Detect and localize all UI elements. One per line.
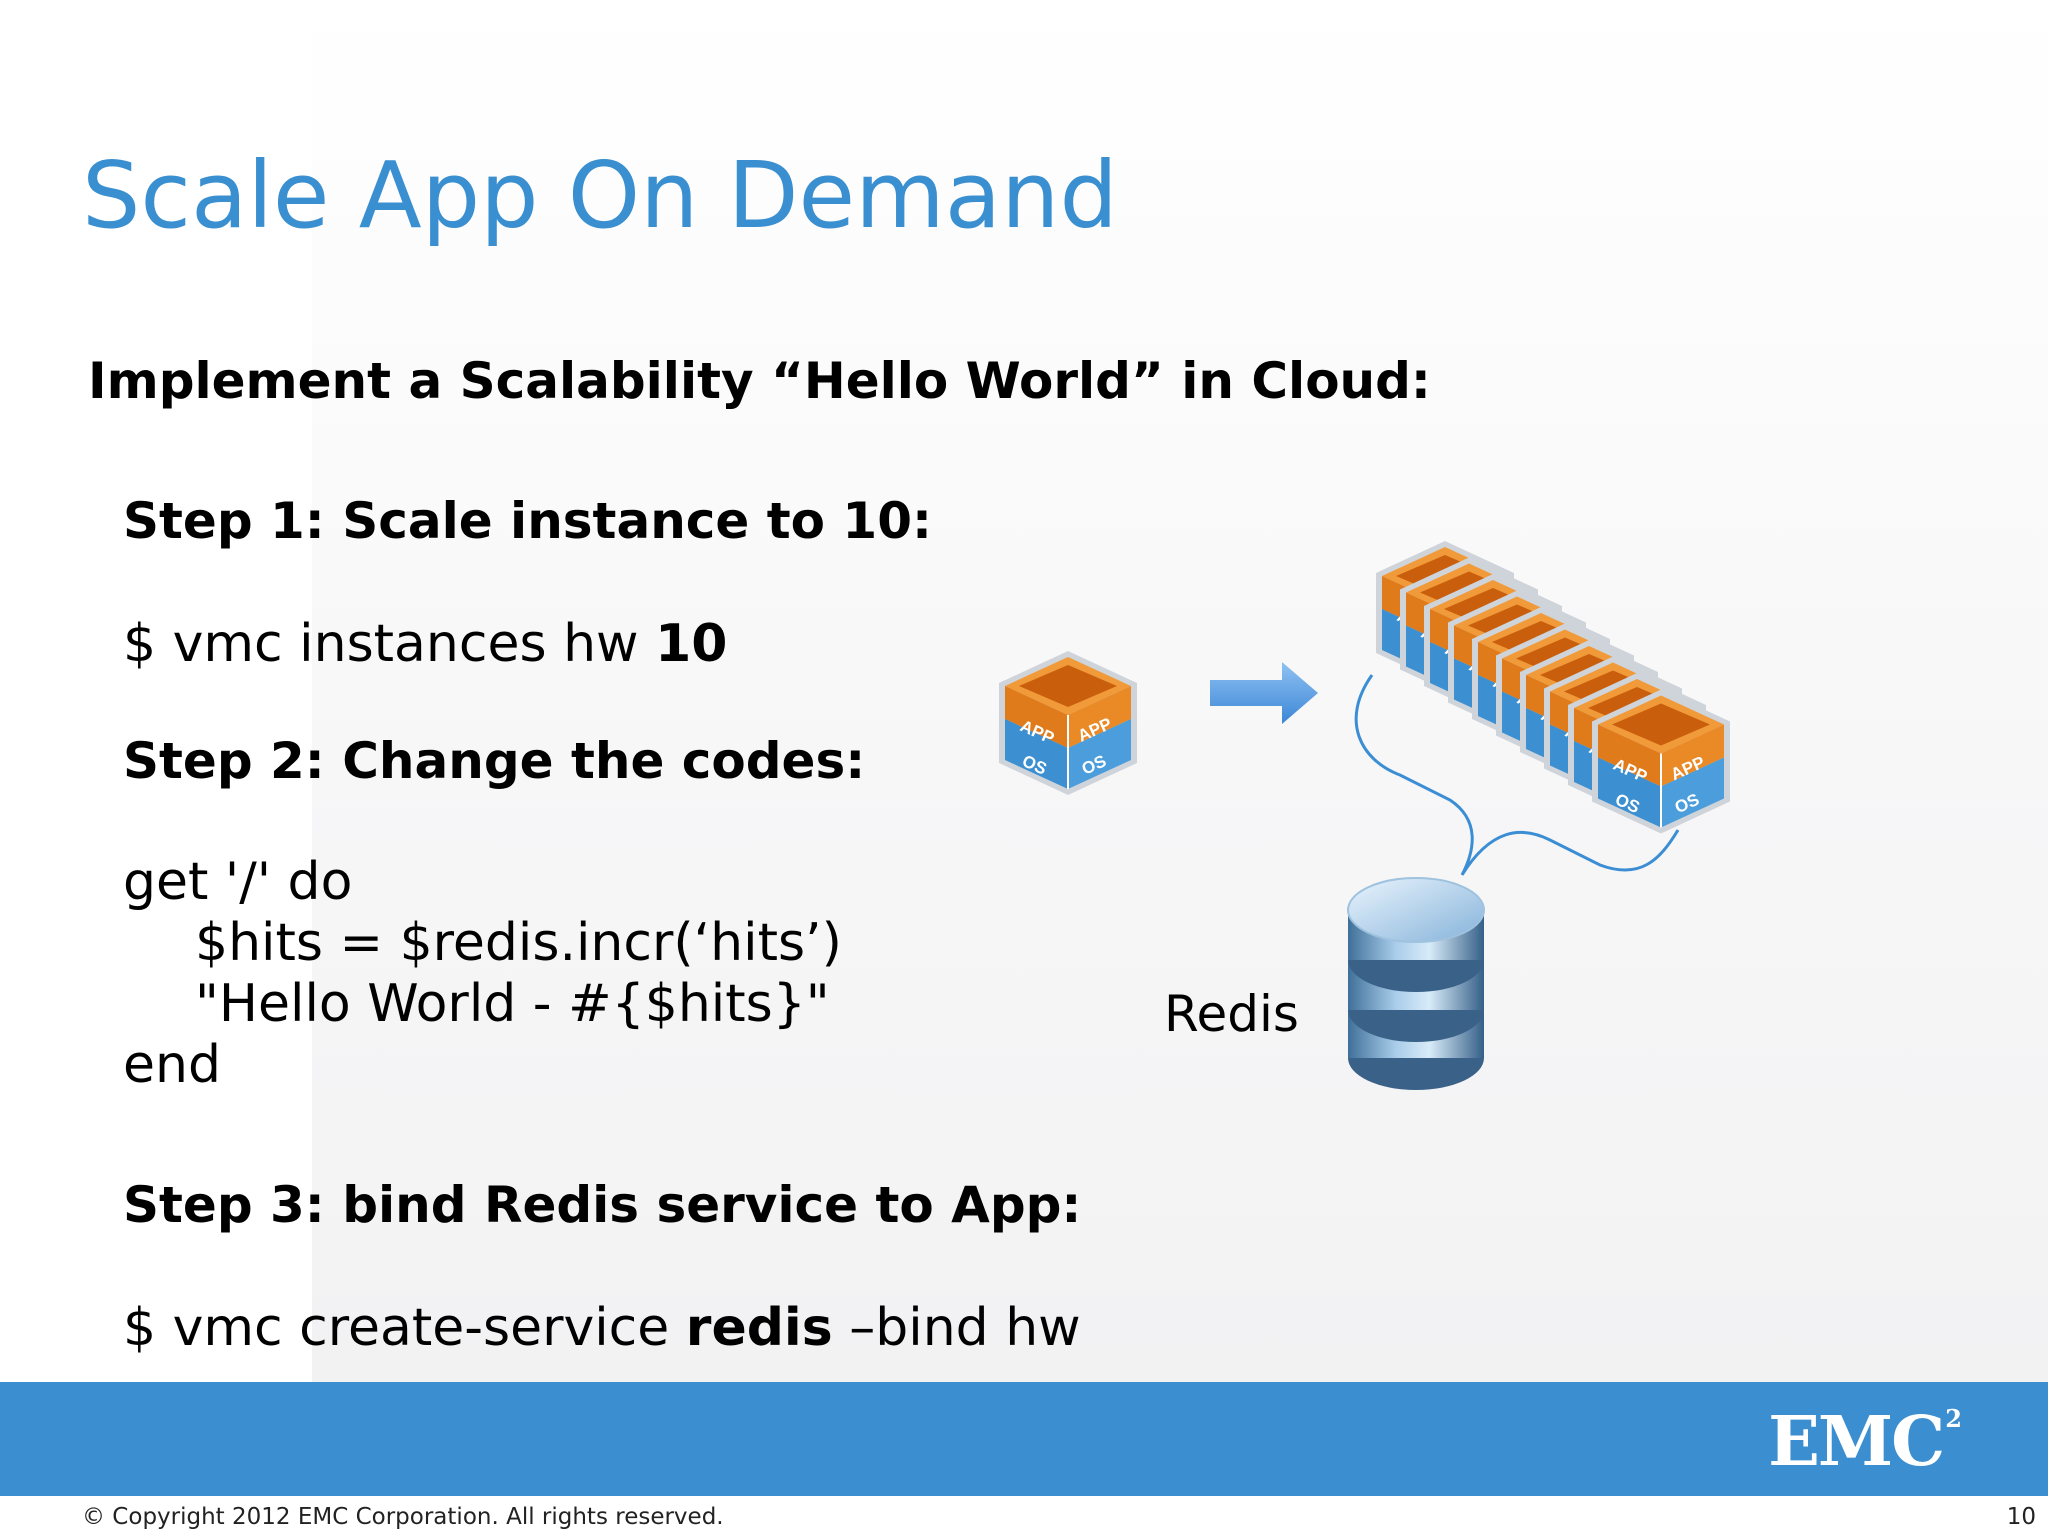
step-3-heading: Step 3: bind Redis service to App: xyxy=(123,1176,1082,1234)
scale-arrow-icon xyxy=(1210,662,1318,724)
scale-command: $ vmc instances hw 10 xyxy=(123,614,727,674)
redis-database-icon xyxy=(1347,877,1485,1090)
emc-logo-superscript: 2 xyxy=(1945,1404,1962,1433)
code-line: end xyxy=(123,1035,221,1095)
emc-logo-text: EMC xyxy=(1768,1402,1945,1482)
slide-title: Scale App On Demand xyxy=(82,142,1118,249)
bind-command-text: $ vmc create-service xyxy=(123,1298,686,1358)
step-2-heading: Step 2: Change the codes: xyxy=(123,732,866,790)
bind-command-service: redis xyxy=(685,1298,833,1358)
slide-background xyxy=(312,0,2048,1382)
scaling-diagram: APP APP OS OS xyxy=(998,540,1731,1090)
code-block: get '/' do $hits = $redis.incr(‘hits’) "… xyxy=(123,852,842,1096)
code-line: "Hello World - #{$hits}" xyxy=(195,974,830,1034)
connection-brace xyxy=(1354,674,1680,876)
emc-logo: EMC2 xyxy=(1768,1402,1962,1482)
scale-command-text: $ vmc instances hw xyxy=(123,614,656,674)
bind-command: $ vmc create-service redis –bind hw xyxy=(123,1298,1081,1358)
page-number: 10 xyxy=(2006,1504,2036,1530)
bind-command-suffix: –bind hw xyxy=(832,1298,1081,1358)
scale-command-count: 10 xyxy=(655,614,728,674)
slide-subtitle: Implement a Scalability “Hello World” in… xyxy=(88,352,1431,410)
redis-label: Redis xyxy=(1164,985,1299,1043)
footer-bar xyxy=(0,1382,2048,1496)
copyright-notice: © Copyright 2012 EMC Corporation. All ri… xyxy=(82,1504,724,1530)
single-app-instance xyxy=(998,650,1138,795)
code-line: get '/' do xyxy=(123,852,353,912)
code-line: $hits = $redis.incr(‘hits’) xyxy=(195,913,842,973)
step-1-heading: Step 1: Scale instance to 10: xyxy=(123,492,932,550)
